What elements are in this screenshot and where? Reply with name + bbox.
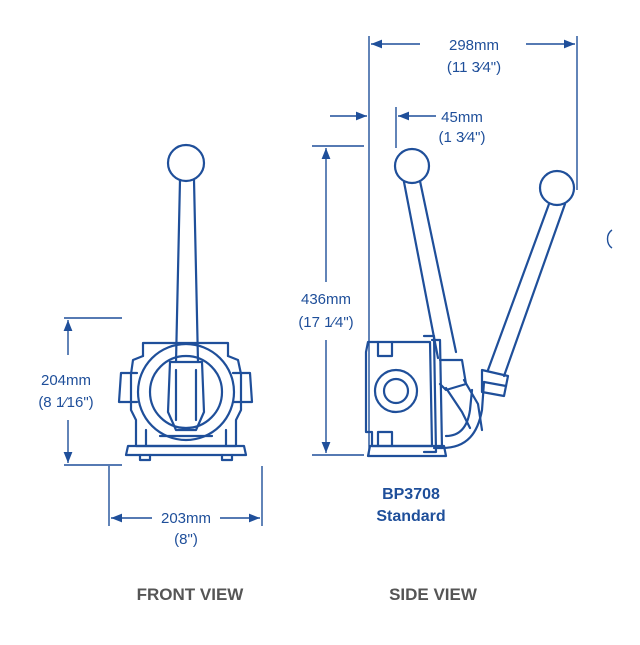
edge-partial-mark bbox=[606, 229, 613, 249]
front-lower-bracket bbox=[144, 428, 228, 448]
side-height-in: (17 1⁄4") bbox=[298, 314, 353, 331]
side-body-flange bbox=[422, 334, 438, 454]
side-port bbox=[373, 368, 419, 414]
front-width-in: (8") bbox=[174, 531, 198, 548]
side-offset-in: (1 3⁄4") bbox=[438, 129, 485, 146]
front-height-in: (8 1⁄16") bbox=[38, 394, 93, 411]
front-inner-ring bbox=[148, 354, 224, 430]
side-pivot-housing bbox=[438, 358, 468, 392]
front-height-mm: 204mm bbox=[41, 372, 91, 389]
front-right-port bbox=[231, 371, 254, 404]
side-elbow bbox=[440, 380, 486, 450]
front-view-pump-drawing bbox=[117, 143, 254, 462]
front-outer-ring bbox=[136, 342, 236, 442]
front-view-label: FRONT VIEW bbox=[137, 585, 245, 604]
side-width-mm: 298mm bbox=[449, 37, 499, 54]
model-subtitle: Standard bbox=[376, 508, 445, 525]
side-right-handle bbox=[486, 202, 567, 378]
side-left-knob bbox=[393, 147, 431, 185]
front-body-outline bbox=[129, 354, 243, 448]
model-number: BP3708 bbox=[382, 486, 440, 503]
side-view-pump-drawing bbox=[364, 147, 576, 458]
front-handle-knob bbox=[166, 143, 206, 183]
side-left-handle bbox=[402, 179, 458, 360]
side-body-outline bbox=[364, 340, 434, 448]
front-lever-block bbox=[166, 360, 206, 432]
side-offset-mm: 45mm bbox=[441, 109, 483, 126]
front-left-port bbox=[117, 371, 139, 404]
side-view-label: SIDE VIEW bbox=[389, 585, 478, 604]
side-height-mm: 436mm bbox=[301, 291, 351, 308]
side-right-knob bbox=[538, 169, 576, 207]
front-base-plate bbox=[124, 444, 248, 457]
side-width-in: (11 3⁄4") bbox=[447, 59, 501, 76]
front-handle-shaft bbox=[174, 178, 200, 364]
front-width-mm: 203mm bbox=[161, 510, 211, 527]
